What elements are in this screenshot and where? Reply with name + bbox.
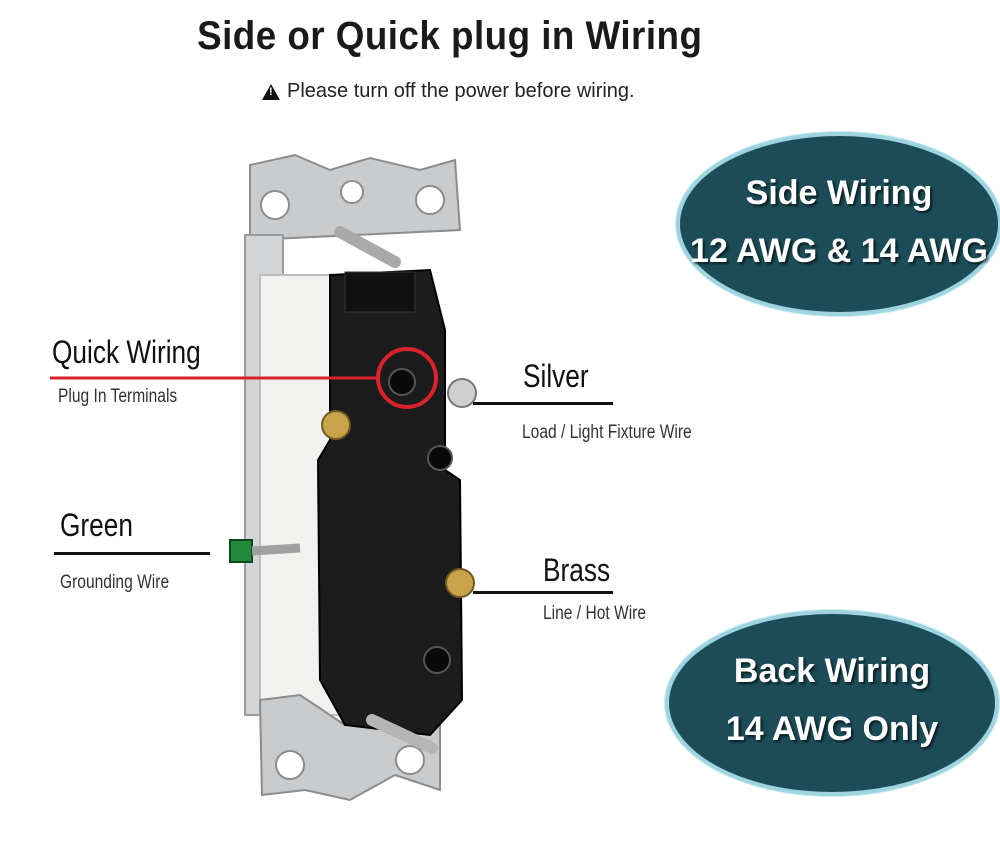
back-wiring-badge: Back Wiring 14 AWG Only	[665, 610, 999, 796]
bottom-screw	[366, 714, 438, 754]
back-wiring-line1: Back Wiring	[733, 652, 931, 690]
side-wiring-line2: 12 AWG & 14 AWG	[690, 232, 988, 270]
brass-label: Brass	[543, 552, 611, 588]
silver-label: Silver	[523, 358, 589, 394]
green-screw	[229, 539, 253, 563]
side-wiring-badge: Side Wiring 12 AWG & 14 AWG	[676, 132, 1000, 316]
silver-screw	[447, 378, 477, 408]
green-label: Green	[60, 507, 133, 543]
quick-wiring-sublabel: Plug In Terminals	[58, 386, 178, 407]
brass-sublabel: Line / Hot Wire	[543, 603, 647, 624]
brass-screw	[445, 568, 475, 598]
page-title: Side or Quick plug in Wiring	[197, 14, 703, 58]
silver-rule	[473, 402, 613, 405]
black-housing	[316, 268, 464, 737]
silver-sublabel: Load / Light Fixture Wire	[522, 422, 692, 443]
warning-note: Please turn off the power before wiring.	[262, 80, 635, 103]
brass-rule	[473, 591, 613, 594]
green-sublabel: Grounding Wire	[60, 572, 170, 593]
warning-text: Please turn off the power before wiring.	[287, 80, 635, 102]
back-wiring-line2: 14 AWG Only	[725, 710, 939, 748]
quick-wiring-label: Quick Wiring	[52, 334, 201, 370]
side-wiring-line1: Side Wiring	[745, 174, 933, 212]
green-rule	[54, 552, 210, 555]
top-screw	[334, 226, 401, 268]
warning-icon	[262, 83, 280, 100]
